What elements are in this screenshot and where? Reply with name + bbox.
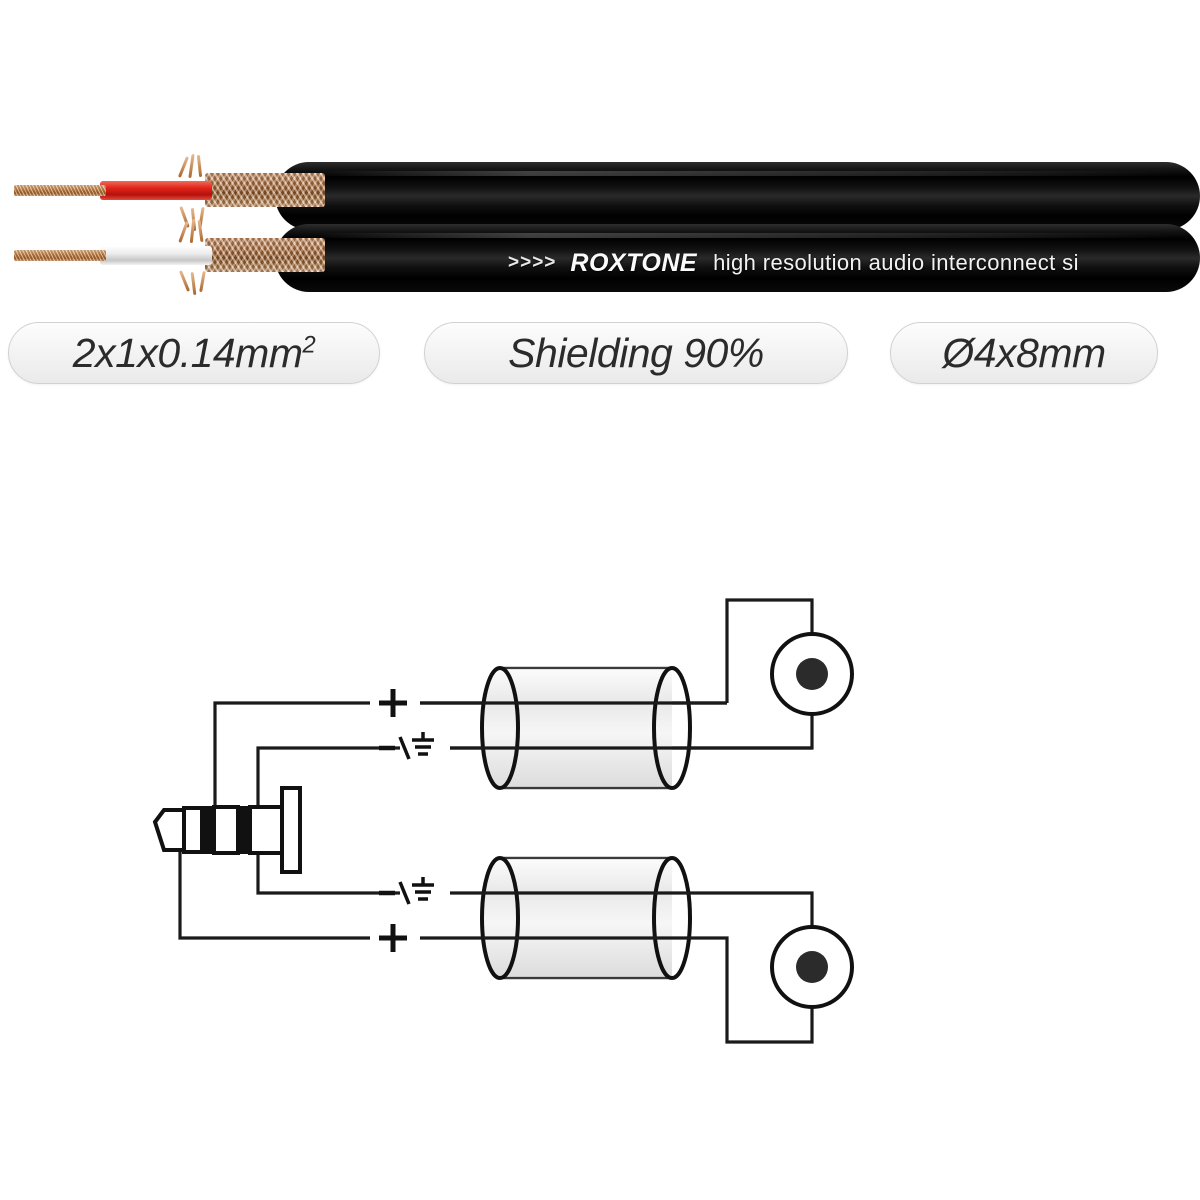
jacket-lobe-bottom [275,224,1200,292]
plug-flange [280,786,302,874]
cable-l-end-far [652,856,692,980]
trs-stereo-jack-plug [152,786,302,874]
braid-whisker [188,153,195,179]
rca-left-center-pin [796,951,828,983]
braid-whisker [190,271,197,296]
shield-braid-bottom [205,238,325,272]
braid-whisker [189,218,196,244]
cable-l-body-fill [500,858,672,978]
cable-l-end-near [480,856,520,980]
spec-badge-conductor: 2x1x0.14mm2 [8,322,380,384]
terminal-label-l-ground [379,877,434,905]
cable-jacket-print: >>>> ROXTONE high resolution audio inter… [508,246,1200,280]
wire-tip-to-r-positive [213,701,370,822]
spec-badge-shielding-label: Shielding 90% [508,329,764,376]
spec-badge-conductor-sup: 2 [302,330,316,358]
conductor-bare-copper-bottom [14,250,106,261]
cable-r-end-near [480,666,520,790]
jacket-highlight-top [315,171,1175,176]
spec-badge-diameter: Ø4x8mm [890,322,1158,384]
plug-ring-conductor [212,805,240,855]
ground-icon [412,732,434,756]
braid-whisker [199,270,206,293]
cable-jacket [275,162,1200,296]
specification-badge-row: 2x1x0.14mm2 Shielding 90% Ø4x8mm [0,322,1200,384]
braid-whisker [178,270,191,292]
braid-whisker [178,221,189,243]
spec-badge-diameter-label: Ø4x8mm [942,329,1106,376]
braid-whisker [197,219,204,243]
conductor-insulation-red [100,181,212,200]
plus-icon [379,924,407,952]
terminal-label-r-ground [379,732,434,760]
jacket-print-description: high resolution audio interconnect si [713,250,1079,275]
jacket-print-brand: ROXTONE [570,248,698,277]
braid-whisker [196,154,203,178]
cable-r-end-far [652,666,692,790]
slash-icon [398,736,411,760]
conductor-bare-copper-top [14,185,106,196]
jacket-highlight-bottom [315,233,1175,238]
wire-ring-to-l-positive [178,850,370,940]
terminal-label-r-positive [379,689,407,717]
spec-badge-shielding: Shielding 90% [424,322,848,384]
plug-tip-barrel [182,806,204,854]
slash-icon [398,881,411,905]
conductor-insulation-white [100,246,212,265]
wire-sleeve-to-r-ground [256,746,400,822]
plus-icon [379,689,407,717]
rca-right-center-pin [796,658,828,690]
cable-r-body-fill [500,668,672,788]
wire-r-positive-to-rca-pin [725,598,814,703]
wiring-diagram: R L [0,560,1200,1100]
plug-tip [152,808,186,852]
cable-photograph [0,148,1200,300]
wire-l-positive-to-rca-pin [420,936,814,1044]
spec-badge-conductor-label: 2x1x0.14mm [72,329,303,376]
braid-whisker [177,156,190,178]
ground-icon [412,877,434,901]
shield-braid-top [205,173,325,207]
wire-sleeve-to-l-ground [256,850,400,895]
terminal-label-l-positive [379,924,407,952]
jacket-lobe-top [275,162,1200,230]
wiring-diagram-svg [152,598,854,1044]
jacket-print-chevrons: >>>> [508,252,557,273]
